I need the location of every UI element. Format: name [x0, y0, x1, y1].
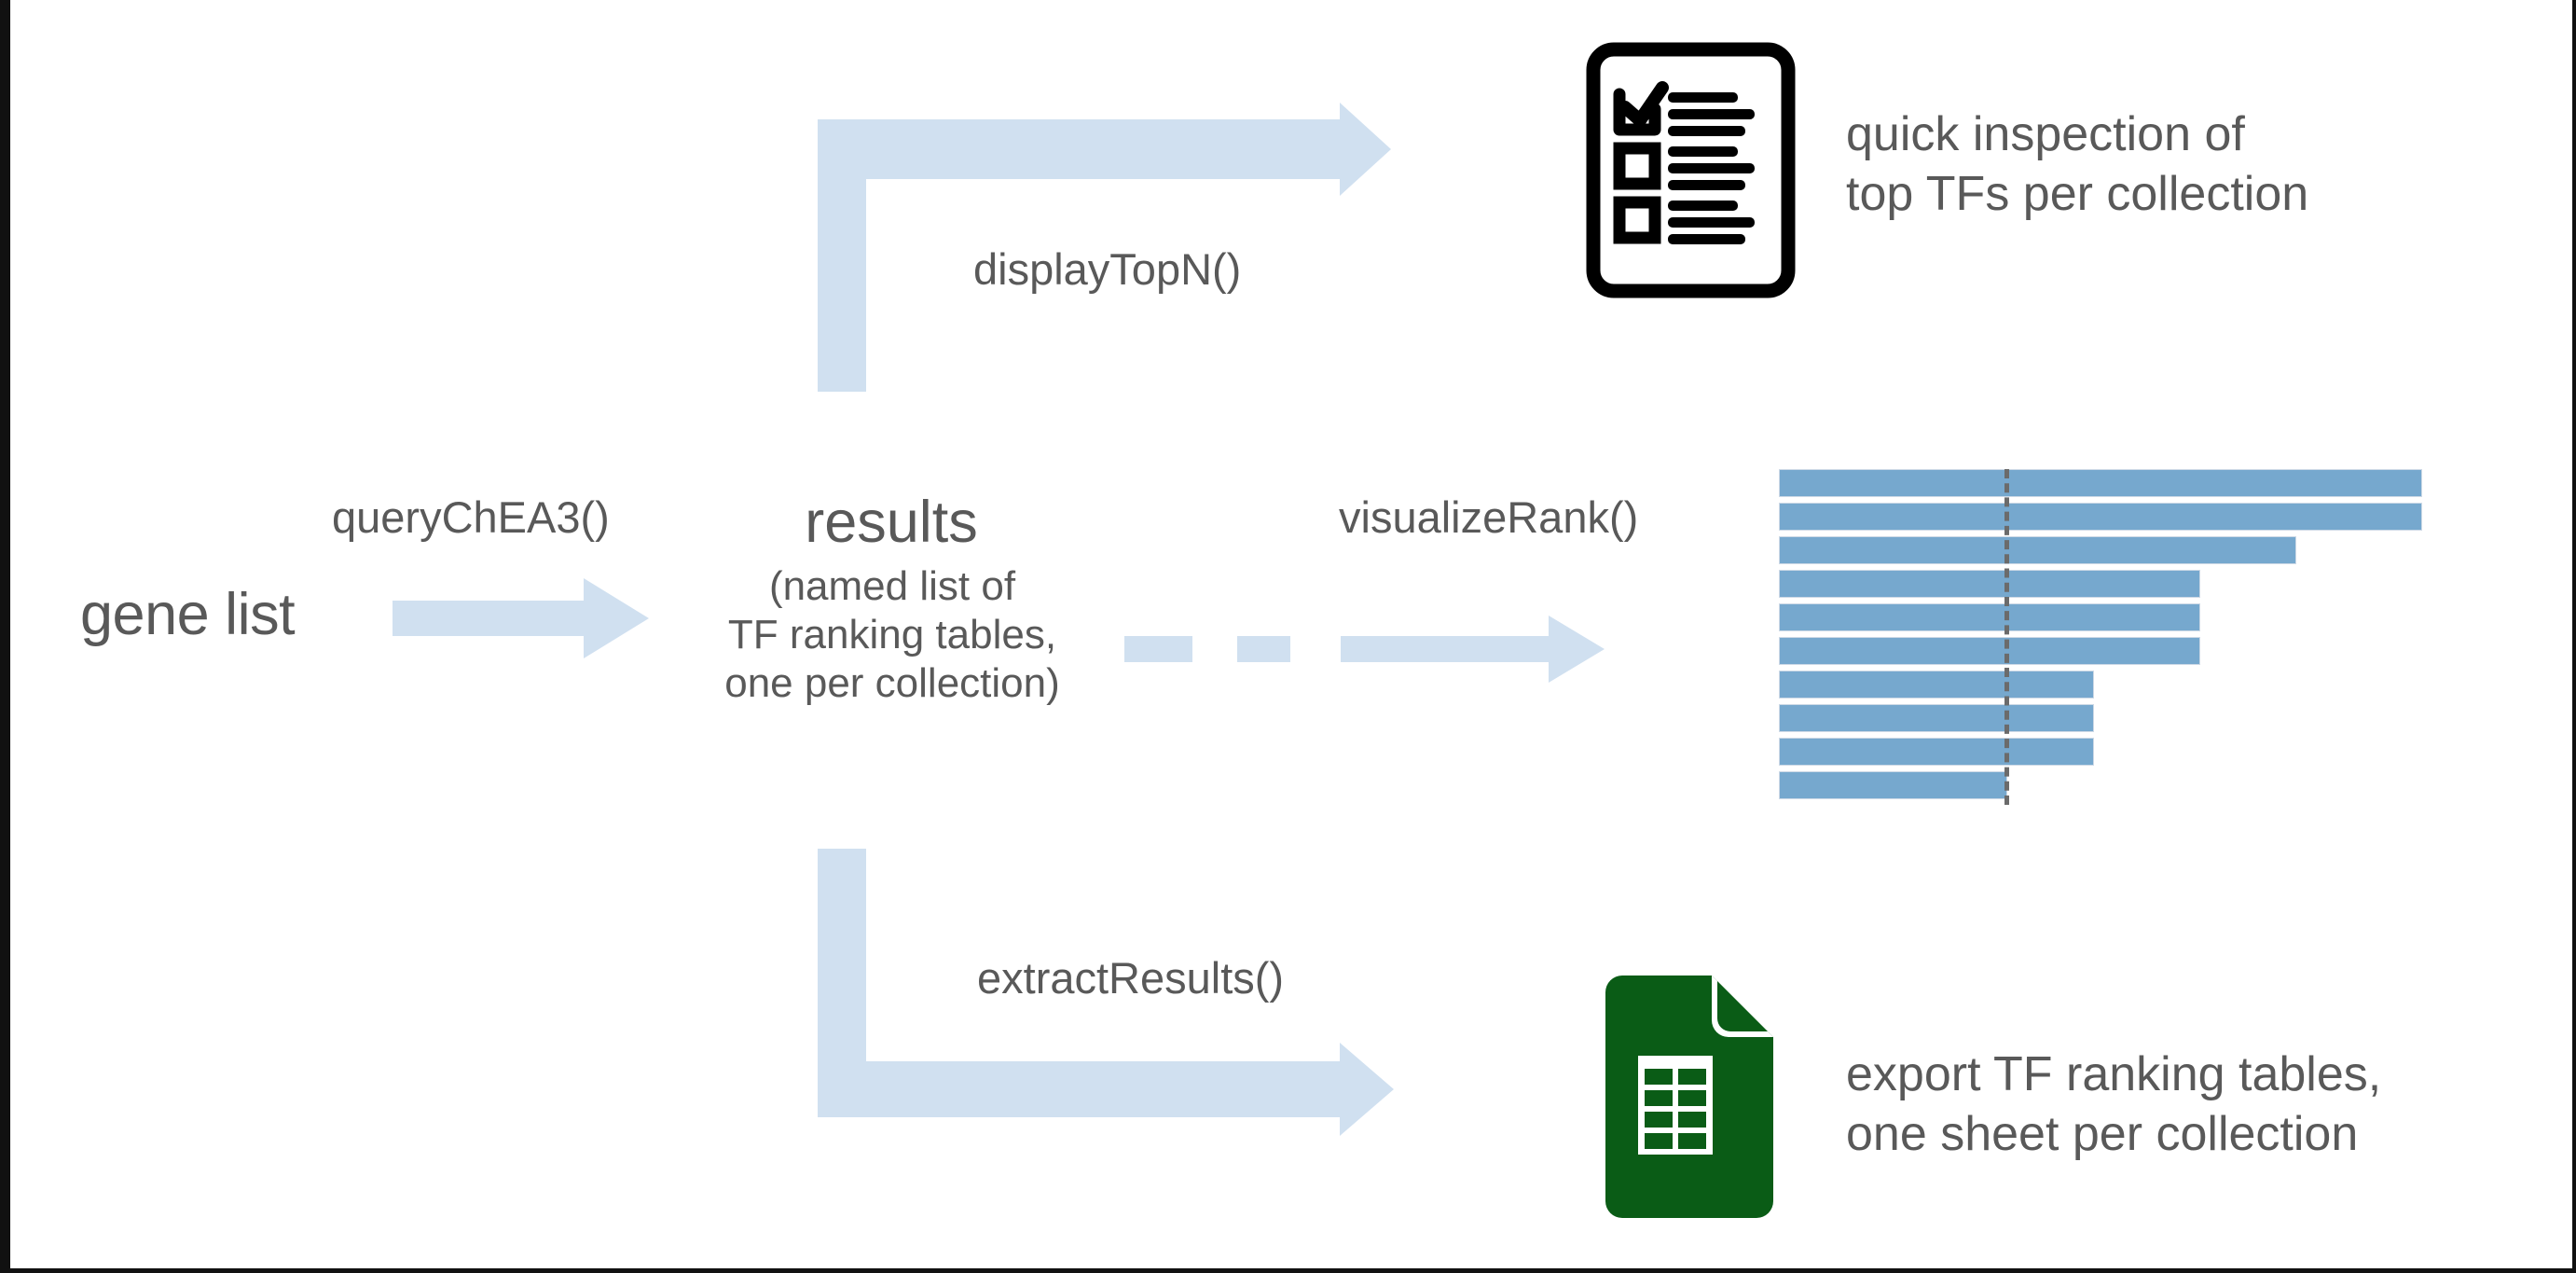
bar-chart-bar	[1779, 570, 2200, 598]
display-top-n-label: displayTopN()	[973, 244, 1242, 294]
visualize-rank-label: visualizeRank()	[1339, 492, 1639, 542]
visualize-rank-arrow	[1124, 611, 1679, 709]
display-top-n-arrow	[818, 103, 1489, 392]
bar-chart-bar	[1779, 704, 2095, 732]
bar-chart-bar	[1779, 536, 2297, 564]
results-node-title: results	[805, 490, 978, 555]
extract-results-label: extractResults()	[977, 953, 1285, 1003]
query-chea3-arrow	[393, 578, 658, 695]
bar-chart-reference-line	[2004, 469, 2009, 805]
bar-chart-bar	[1779, 771, 2007, 799]
bar-chart-bar	[1779, 603, 2200, 631]
bar-chart-bar	[1779, 738, 2095, 766]
spreadsheet-file-icon	[1600, 970, 1786, 1228]
bar-chart-bar	[1779, 671, 2095, 699]
bar-chart-bar	[1779, 503, 2422, 531]
query-chea3-label: queryChEA3()	[332, 492, 610, 542]
bar-chart-bar	[1779, 637, 2200, 665]
extract-results-arrow	[818, 849, 1508, 1138]
export-caption: export TF ranking tables, one sheet per …	[1846, 1047, 2382, 1162]
results-node-subtitle: (named list of TF ranking tables, one pe…	[724, 563, 1060, 706]
checklist-document-icon	[1586, 42, 1796, 303]
gene-list-node-label: gene list	[80, 582, 296, 647]
tf-rank-bar-chart	[1779, 469, 2422, 805]
quick-inspection-caption: quick inspection of top TFs per collecti…	[1846, 107, 2309, 222]
bar-chart-bar	[1779, 469, 2422, 497]
